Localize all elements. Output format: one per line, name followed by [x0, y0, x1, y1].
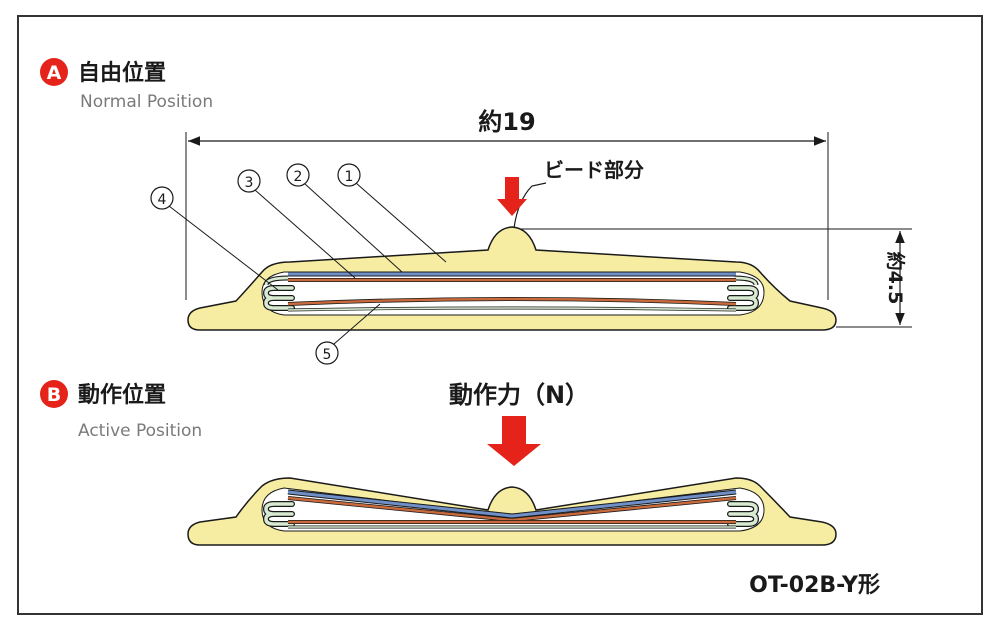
badge-b-icon — [40, 380, 68, 408]
callout-5-icon — [315, 341, 339, 365]
width-label: 約19 — [478, 108, 535, 136]
switch-active — [187, 477, 837, 546]
height-label: 約4.5 — [884, 252, 907, 305]
callout-3-icon — [237, 169, 261, 193]
badge-b-letter: B — [47, 384, 61, 406]
switch-normal — [187, 226, 837, 331]
height-dimension: 約4.5 — [512, 228, 912, 328]
section-a-header: A 自由位置 Normal Position — [40, 58, 213, 112]
press-arrow-large-icon — [487, 416, 541, 466]
callout-5: 5 — [323, 347, 332, 363]
callout-2: 2 — [294, 169, 303, 185]
callout-4: 4 — [158, 192, 167, 208]
bead-annotation: ビード部分 — [497, 158, 644, 229]
callout-3: 3 — [245, 175, 254, 191]
callout-1: 1 — [345, 169, 354, 185]
section-a-title: 自由位置 — [78, 60, 166, 86]
width-dimension: 約19 — [185, 108, 829, 300]
section-a-subtitle: Normal Position — [80, 92, 213, 112]
force-annotation: 動作力（N） — [449, 381, 589, 466]
badge-a-icon — [40, 58, 68, 86]
section-b-subtitle: Active Position — [78, 421, 202, 441]
press-arrow-small-icon — [497, 177, 527, 216]
callout-1-icon — [337, 163, 361, 187]
callouts: 1 2 3 4 5 — [150, 163, 447, 365]
model-label: OT-02B-Y形 — [749, 573, 880, 598]
callout-2-icon — [286, 163, 310, 187]
callout-4-icon — [150, 186, 174, 210]
bead-label: ビード部分 — [544, 158, 644, 182]
force-label: 動作力（N） — [449, 381, 589, 409]
section-b-header: B 動作位置 Active Position — [40, 380, 202, 441]
section-b-title: 動作位置 — [78, 382, 166, 408]
badge-a-letter: A — [47, 62, 62, 84]
